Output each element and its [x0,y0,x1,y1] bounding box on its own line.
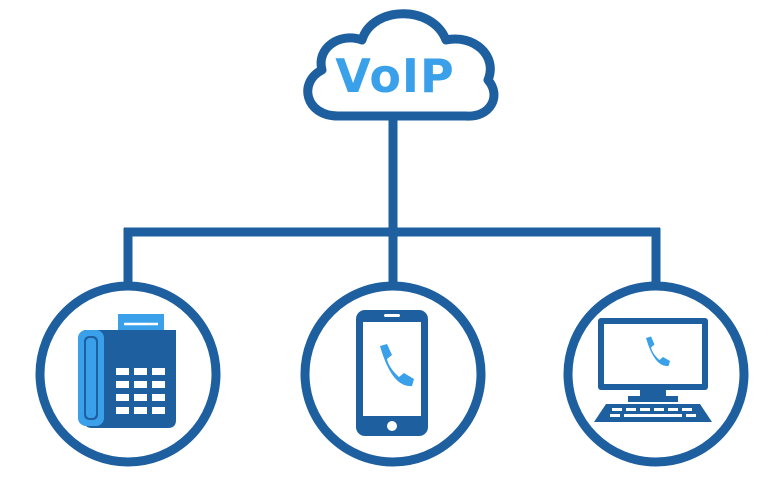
handset-call-icon [380,344,414,387]
desk-phone-icon [78,314,176,428]
connection-lines [123,112,661,286]
computer-icon [594,318,712,422]
smartphone-icon [356,310,428,436]
cloud-label: VoIP [335,49,455,103]
monitor-call-icon [646,336,670,367]
cloud-icon [303,9,499,121]
